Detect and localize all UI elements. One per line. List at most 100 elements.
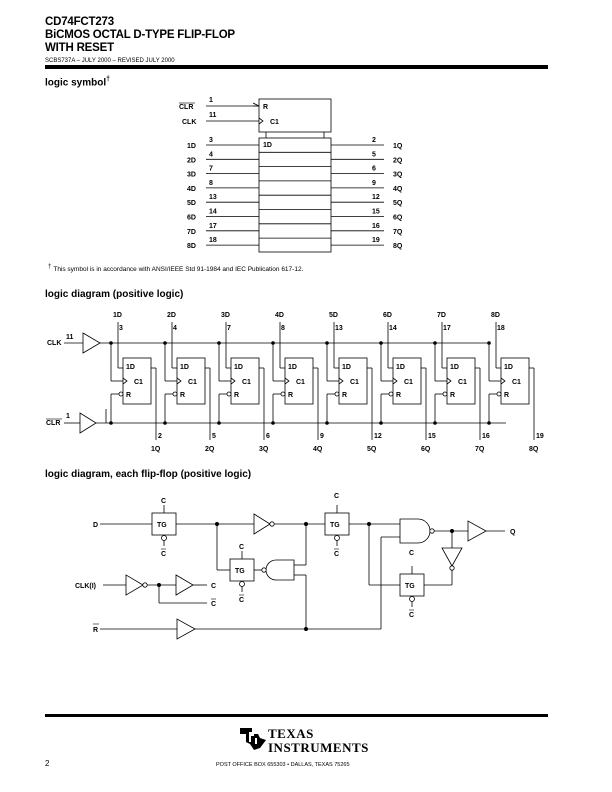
ld-r-bubble <box>280 391 286 397</box>
nand2 <box>399 518 431 544</box>
sym-input-label: 3D <box>187 172 196 179</box>
tg2-c: C <box>239 544 244 551</box>
output-buffer <box>467 520 487 542</box>
ld-wires <box>64 322 535 440</box>
sym-output-label: 1Q <box>393 143 403 150</box>
ld-input-label: 7D <box>437 312 446 319</box>
ld-ff-1d: 1D <box>234 364 243 371</box>
ld-clk-arrow <box>500 377 506 385</box>
ld-input-pin: 18 <box>497 325 505 332</box>
sym-output-pin: 6 <box>372 166 376 173</box>
ld-clk-arrow <box>446 377 452 385</box>
ld-ff-c1: C1 <box>404 379 413 386</box>
sym-input-pin: 13 <box>209 194 217 201</box>
sym-output-pin: 5 <box>372 151 376 158</box>
ld-r-bubble <box>118 391 124 397</box>
ld-ff-r: R <box>180 392 185 399</box>
ld-ff-r: R <box>234 392 239 399</box>
tg4-label: TG <box>405 583 415 590</box>
ld-output-label: 5Q <box>367 446 377 453</box>
ld-clk-arrow <box>392 377 398 385</box>
ld-ff-c1: C1 <box>188 379 197 386</box>
ld-r-dot <box>433 421 437 425</box>
tg2-label: TG <box>235 568 245 575</box>
sym-output-label: 7Q <box>393 229 403 236</box>
ld-input-label: 8D <box>491 312 500 319</box>
ld-clr-label: CLR <box>46 420 60 427</box>
ld-clk-arrow <box>176 377 182 385</box>
ld-clr-buffer <box>79 412 97 434</box>
ld-clk-buffer <box>82 332 101 354</box>
ld-output-pin: 16 <box>482 433 490 440</box>
ld-r-bubble <box>388 391 394 397</box>
ld-ff-c1: C1 <box>512 379 521 386</box>
ld-output-label: 1Q <box>151 446 161 453</box>
doc-title-line1: BiCMOS OCTAL D-TYPE FLIP-FLOP <box>45 29 235 41</box>
ld-output-label: 8Q <box>529 446 539 453</box>
ff-r-label: R <box>93 627 98 634</box>
sym-clr-label: CLR <box>179 104 193 111</box>
ld-input-pin: 3 <box>119 325 123 332</box>
ld-input-label: 6D <box>383 312 392 319</box>
sym-output-label: 5Q <box>393 200 403 207</box>
sym-input-label: 5D <box>187 200 196 207</box>
tg4-cbar: C <box>409 612 414 619</box>
ld-input-pin: 8 <box>281 325 285 332</box>
fb-inverter <box>441 547 463 567</box>
ti-logo-icon <box>240 728 266 750</box>
tg3-c: C <box>334 493 339 500</box>
ld-clr-pin: 1 <box>66 413 70 420</box>
ld-clk-arrow <box>338 377 344 385</box>
logic-symbol-heading: logic symbol† <box>45 76 111 89</box>
ld-output-pin: 9 <box>320 433 324 440</box>
ld-clk-dot <box>217 341 221 345</box>
ld-ff-c1: C1 <box>350 379 359 386</box>
clk-out-c: C <box>211 583 216 590</box>
logic-symbol <box>206 98 384 253</box>
ld-ff-1d: 1D <box>288 364 297 371</box>
ff-d-label: D <box>93 522 98 529</box>
logic-diagram-heading: logic diagram (positive logic) <box>45 289 184 300</box>
ld-r-dot <box>487 421 491 425</box>
ld-ff-r: R <box>396 392 401 399</box>
sym-output-pin: 9 <box>372 180 376 187</box>
sym-input-label: 2D <box>187 157 196 164</box>
ld-r-bubble <box>496 391 502 397</box>
ld-input-label: 3D <box>221 312 230 319</box>
ld-ff-c1: C1 <box>458 379 467 386</box>
sym-input-pin: 7 <box>209 166 213 173</box>
sym-c1: C1 <box>270 119 279 126</box>
sym-clr-pin: 1 <box>209 97 213 104</box>
ld-r-dot <box>217 421 221 425</box>
logic-diagram: CLK11CLR11D31DC1R21Q2D41DC1R52Q3D71DC1R6… <box>46 312 544 453</box>
ld-ff-1d: 1D <box>126 364 135 371</box>
ld-r-dot <box>163 421 167 425</box>
sym-output-label: 6Q <box>393 215 403 222</box>
ld-output-label: 3Q <box>259 446 269 453</box>
ld-ff-1d: 1D <box>504 364 513 371</box>
ld-r-dot <box>325 421 329 425</box>
ld-output-pin: 19 <box>536 433 544 440</box>
header-rule <box>45 65 548 69</box>
sym-input-label: 4D <box>187 186 196 193</box>
ld-ff-c1: C1 <box>242 379 251 386</box>
sym-input-label: 6D <box>187 215 196 222</box>
sym-output-pin: 19 <box>372 237 380 244</box>
nand1 <box>265 559 295 581</box>
page-number: 2 <box>45 759 50 768</box>
ld-input-label: 1D <box>113 312 122 319</box>
ld-output-label: 4Q <box>313 446 323 453</box>
sym-clk-label: CLK <box>182 119 196 126</box>
sym-input-label: 8D <box>187 243 196 250</box>
ld-output-label: 6Q <box>421 446 431 453</box>
tg3-label: TG <box>330 522 340 529</box>
tg1-c: C <box>161 498 166 505</box>
footer-rule <box>45 714 548 717</box>
ff-diagram-text: D Q CLK(I) R TG TG TG TG C C C C C C C C… <box>75 493 516 634</box>
ff-clk-label: CLK(I) <box>75 583 96 590</box>
tg4-c: C <box>409 550 414 557</box>
ld-ff-r: R <box>342 392 347 399</box>
ld-output-pin: 6 <box>266 433 270 440</box>
ld-clk-dot <box>109 341 113 345</box>
